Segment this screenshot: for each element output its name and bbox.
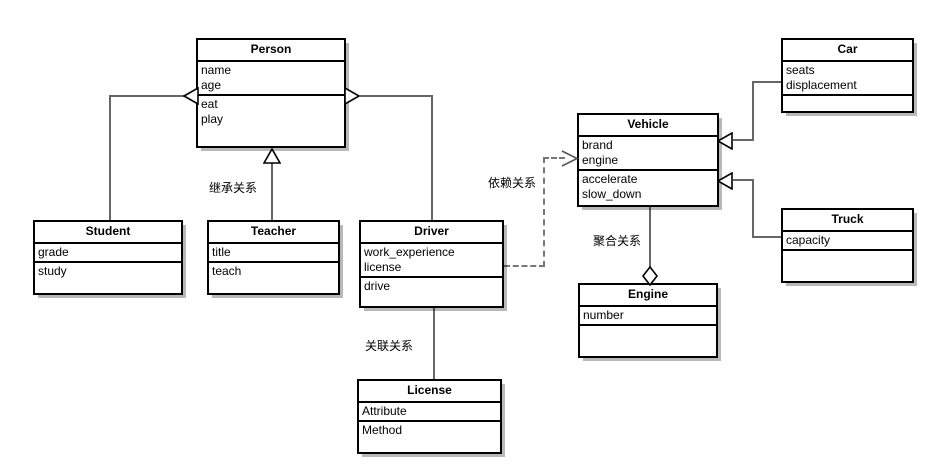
edge-student-person-horizontal bbox=[109, 95, 187, 97]
relationship-label-association: 关联关系 bbox=[364, 339, 415, 354]
relationship-label-aggregation: 聚合关系 bbox=[592, 234, 643, 249]
generalization-arrow-student bbox=[183, 87, 199, 105]
class-method: drive bbox=[364, 279, 391, 293]
class-attribute: license bbox=[364, 260, 402, 274]
class-title-license: License bbox=[359, 381, 500, 403]
class-attributes-license: Attribute bbox=[359, 403, 500, 422]
class-attribute: title bbox=[212, 245, 231, 259]
edge-teacher-person-vertical bbox=[271, 163, 273, 221]
class-title-truck: Truck bbox=[783, 210, 912, 232]
class-method: eat bbox=[201, 97, 218, 111]
class-methods-teacher: teach bbox=[209, 263, 338, 281]
class-title-vehicle: Vehicle bbox=[579, 115, 717, 137]
class-method: play bbox=[201, 112, 224, 126]
class-box-teacher[interactable]: Teacher title teach bbox=[207, 220, 340, 295]
class-attributes-vehicle: brand engine bbox=[579, 137, 717, 171]
class-attribute: Attribute bbox=[362, 404, 407, 418]
aggregation-diamond-engine bbox=[641, 266, 659, 286]
class-box-student[interactable]: Student grade study bbox=[33, 220, 183, 295]
class-box-truck[interactable]: Truck capacity bbox=[781, 208, 914, 283]
generalization-arrow-car bbox=[717, 132, 733, 150]
class-attributes-car: seats displacement bbox=[783, 62, 912, 96]
edge-vehicle-engine-vertical bbox=[649, 206, 651, 270]
class-attribute: number bbox=[583, 308, 624, 322]
class-attributes-truck: capacity bbox=[783, 232, 912, 251]
edge-driver-vehicle-dashed-lower bbox=[504, 265, 545, 267]
edge-driver-license-vertical bbox=[433, 307, 435, 380]
class-attribute: work_experience bbox=[364, 245, 455, 259]
edge-car-vehicle-vertical bbox=[752, 81, 754, 141]
class-attribute: displacement bbox=[786, 78, 857, 92]
class-attribute: seats bbox=[786, 63, 815, 77]
class-methods-student: study bbox=[35, 263, 181, 281]
class-attribute: capacity bbox=[786, 233, 831, 247]
class-title-engine: Engine bbox=[580, 285, 716, 307]
class-attribute: grade bbox=[38, 245, 69, 259]
edge-driver-person-vertical bbox=[431, 95, 433, 221]
relationship-label-inheritance: 继承关系 bbox=[208, 181, 259, 196]
class-attribute: age bbox=[201, 78, 222, 92]
dependency-arrow-vehicle bbox=[561, 150, 579, 167]
generalization-arrow-driver bbox=[344, 87, 360, 105]
class-title-teacher: Teacher bbox=[209, 222, 338, 244]
class-attribute: brand bbox=[582, 138, 613, 152]
edge-car-vehicle-horizontal-top bbox=[752, 81, 782, 83]
class-box-license[interactable]: License Attribute Method bbox=[357, 379, 502, 454]
class-methods-vehicle: accelerate slow_down bbox=[579, 171, 717, 204]
edge-student-person-vertical bbox=[109, 95, 111, 221]
edge-driver-vehicle-dashed-vertical bbox=[543, 157, 545, 267]
class-attributes-student: grade bbox=[35, 244, 181, 263]
edge-car-vehicle-horizontal-bottom bbox=[733, 139, 754, 141]
relationship-label-dependency: 依赖关系 bbox=[487, 176, 538, 191]
class-methods-license: Method bbox=[359, 422, 500, 440]
class-box-driver[interactable]: Driver work_experience license drive bbox=[359, 220, 504, 308]
class-title-student: Student bbox=[35, 222, 181, 244]
generalization-arrow-truck bbox=[717, 172, 733, 190]
edge-truck-vehicle-vertical bbox=[752, 179, 754, 238]
edge-truck-vehicle-horizontal-top bbox=[733, 179, 754, 181]
class-methods-car bbox=[783, 96, 912, 99]
class-methods-person: eat play bbox=[198, 96, 344, 129]
class-method: Method bbox=[362, 423, 403, 437]
class-method: teach bbox=[212, 264, 242, 278]
class-method: study bbox=[38, 264, 67, 278]
class-attributes-person: name age bbox=[198, 62, 344, 96]
edge-driver-person-horizontal bbox=[360, 95, 432, 97]
edge-truck-vehicle-horizontal-bottom bbox=[752, 236, 782, 238]
class-attributes-teacher: title bbox=[209, 244, 338, 263]
class-attribute: engine bbox=[582, 153, 619, 167]
class-box-person[interactable]: Person name age eat play bbox=[196, 38, 346, 148]
class-method: accelerate bbox=[582, 172, 638, 186]
class-methods-truck bbox=[783, 251, 912, 254]
class-box-vehicle[interactable]: Vehicle brand engine accelerate slow_dow… bbox=[577, 113, 719, 207]
class-box-engine[interactable]: Engine number bbox=[578, 283, 718, 358]
class-attributes-driver: work_experience license bbox=[361, 244, 502, 278]
class-title-person: Person bbox=[198, 40, 344, 62]
class-methods-engine bbox=[580, 326, 716, 329]
class-title-driver: Driver bbox=[361, 222, 502, 244]
class-box-car[interactable]: Car seats displacement bbox=[781, 38, 914, 113]
class-method: slow_down bbox=[582, 187, 642, 201]
class-methods-driver: drive bbox=[361, 278, 502, 296]
generalization-arrow-teacher bbox=[263, 147, 281, 164]
class-title-car: Car bbox=[783, 40, 912, 62]
edge-driver-vehicle-dashed-upper bbox=[543, 157, 565, 159]
class-attributes-engine: number bbox=[580, 307, 716, 326]
class-attribute: name bbox=[201, 63, 232, 77]
